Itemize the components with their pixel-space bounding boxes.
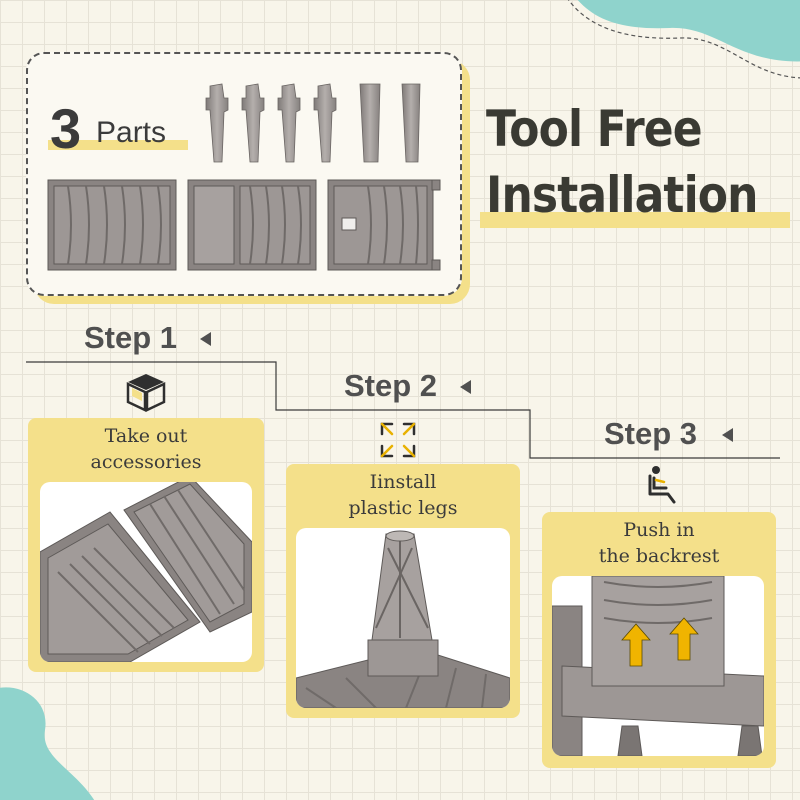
step-3-text-line-1: Push in [623,519,695,541]
headline-line-2: Installation [486,166,758,224]
seated-person-icon [648,466,676,504]
step-2-text-line-1: Iinstall [369,471,437,493]
step-2-text-line-2: plastic legs [348,497,458,519]
step-2-arrow-icon [460,380,471,394]
teal-blob-top [568,0,800,79]
parts-count: 3 [50,97,82,160]
headline-line-1: Tool Free [486,100,703,158]
step-2-photo [296,528,510,708]
parts-label: Parts [96,116,167,149]
accessories-panels-image [40,482,252,662]
step-1-title: Step 1 [84,320,178,355]
headline-underline [480,212,790,228]
box-icon [126,374,166,412]
backrest-image [552,576,764,756]
parts-underline [48,140,188,150]
plastic-leg-image [296,530,510,708]
step-3-arrow-icon [722,428,733,442]
step-1-arrow-icon [200,332,211,346]
step-1-text-line-2: accessories [90,451,202,473]
legs-image [205,83,421,163]
step-1-photo [40,482,252,662]
panels-image [47,179,441,271]
step-2-title: Step 2 [344,368,438,403]
expand-arrows-icon [380,422,416,458]
step-3-text-line-2: the backrest [598,545,720,567]
step-3-title: Step 3 [604,416,698,451]
teal-blob-bottom [0,687,95,800]
step-3-photo [552,576,764,756]
step-1-text-line-1: Take out [104,425,188,447]
